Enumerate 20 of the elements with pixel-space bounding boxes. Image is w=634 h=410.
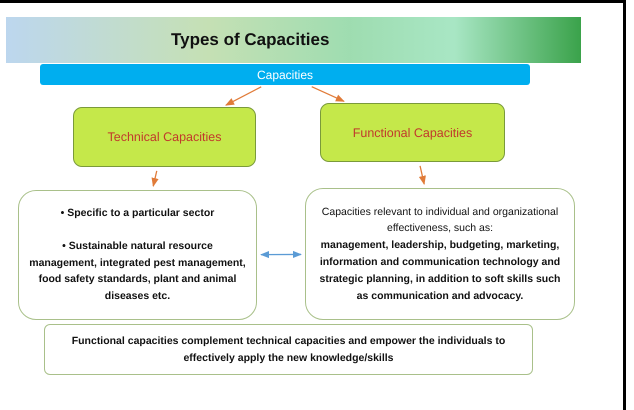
arrow [152,170,159,188]
description-text: management, leadership, budgeting, marketing, information and communication technology and strategic planning, in addition to soft skills such as communication and advocacy. [318,238,562,304]
node-label: Capacities [256,68,314,82]
bullet-text: • Sustainable natural resource management, integrated pest management, food safety standards, plant and animal diseases etc. [29,238,246,304]
bullet-text: • Specific to a particular sector [60,206,214,221]
category-box [320,103,505,162]
node-label: Technical Capacities [108,130,222,144]
category-bar [40,64,530,85]
summary-text: Functional capacities complement technical capacities and empower the individuals to effectively apply the new knowledge/skills [70,334,506,366]
description-card [18,190,257,320]
arrow [225,86,262,106]
summary-box [44,324,533,375]
arrow [418,166,426,185]
title: Types of Capacities [171,30,330,50]
category-box [73,107,256,167]
arrow [260,250,302,258]
node-label: Functional Capacities [352,126,472,140]
arrow [311,86,345,102]
description-card [305,188,575,320]
description-text: Capacities relevant to individual and organizational effectiveness, such as: [320,204,560,236]
